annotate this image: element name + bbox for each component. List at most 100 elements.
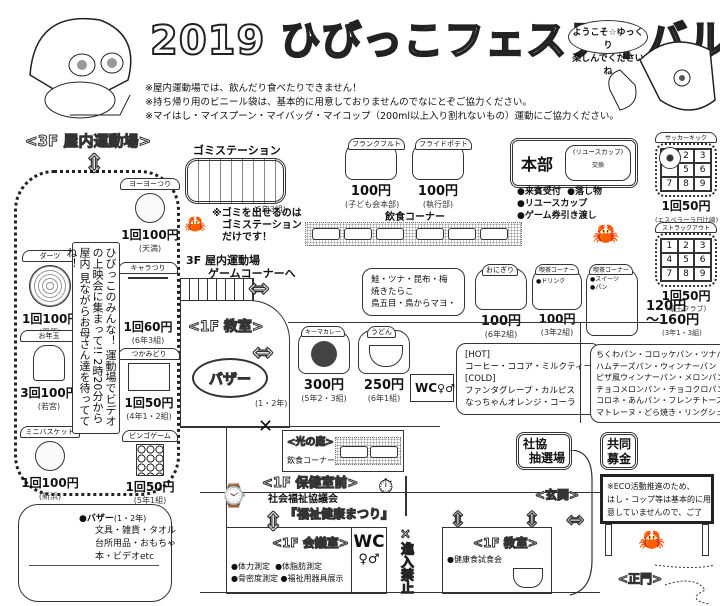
udon-price: 250円 bbox=[363, 378, 405, 393]
no-pass-icon: ✕ bbox=[258, 416, 274, 437]
garbage-station[interactable]: ゴミステーション (5年3組) bbox=[185, 142, 286, 215]
bazaar-sign[interactable]: バザー bbox=[192, 358, 268, 398]
game-bingo-group: (5年1組) bbox=[133, 496, 167, 505]
hq-item: ●落し物 bbox=[567, 187, 602, 197]
classroom-1f-b[interactable]: <1F 教室> ●健康食試食会 bbox=[442, 527, 552, 594]
video-screening-scroll: ひびっこのみんな！ 運動場でビデオの上映会に集まって!! 2時20分から屋内 見… bbox=[65, 242, 120, 434]
curry-group: (5年2・3組) bbox=[301, 394, 347, 403]
lottery-booth[interactable]: 社協 抽選場 bbox=[516, 432, 572, 470]
onigiri-flavor: 焼きたらこ bbox=[371, 287, 414, 297]
strike-out-name: ストラックアウト bbox=[655, 222, 717, 233]
strike-out-price: 1回50円 bbox=[661, 289, 711, 303]
basketball-icon bbox=[35, 441, 65, 471]
sweets-sub-item: ●パン bbox=[590, 284, 608, 291]
stall-udon[interactable]: うどん 250円 (6年1組) bbox=[358, 326, 410, 404]
classroom-1f-grade: (1・2年) bbox=[255, 399, 288, 408]
drink-menu-line: [HOT] bbox=[465, 350, 490, 360]
sweets-sub: ●スイーツ ●パン bbox=[590, 276, 619, 292]
crab-icon: 🦀 bbox=[638, 528, 666, 553]
eating-corner-tables bbox=[305, 222, 522, 246]
game-yoyo[interactable]: ヨーヨーつり 1回100円 (天満) bbox=[120, 178, 180, 254]
game-tsukamidori[interactable]: つかみどり 1回50円 (4年1・2組) bbox=[118, 348, 180, 422]
fries-group: (執行部) bbox=[422, 200, 454, 209]
wall-line bbox=[200, 492, 600, 493]
scroll-line-3: 2時20分から屋内 bbox=[78, 247, 104, 424]
udon-name: うどん bbox=[367, 326, 396, 338]
drink-name: 喫茶コーナー bbox=[535, 264, 580, 275]
bread-menu-bubble: ちくわパン・コロッケパン・ツナパン ハムチーズパン・ウィンナーパン ピザ風ウィン… bbox=[590, 344, 720, 423]
stall-drink[interactable]: 喫茶コーナー ●ドリンク 100円 (3年2組) bbox=[532, 264, 582, 338]
stall-fries[interactable]: フライドポテト 100円 (執行部) bbox=[412, 138, 472, 210]
strike-out-group: (竜王クラブ) bbox=[665, 305, 707, 313]
garbage-station-group: (5年3組) bbox=[253, 205, 286, 214]
hikari-eating-label: 飲食コーナー bbox=[287, 456, 335, 465]
game-darts[interactable]: ダーツ 1回100円 (平原) bbox=[22, 250, 79, 338]
game-chara-fishing[interactable]: キャラつり 1回60円 (6年3組) bbox=[118, 262, 178, 346]
onigiri-name: おにぎり bbox=[482, 264, 518, 276]
sweets-name: 喫茶コーナー bbox=[589, 264, 634, 275]
table bbox=[376, 228, 404, 240]
stairs bbox=[180, 278, 254, 301]
to-3f-line-2: ゲームコーナーへ bbox=[208, 267, 296, 280]
path-curve bbox=[570, 450, 593, 596]
curry-plate bbox=[311, 341, 337, 367]
fishing-toys-icon bbox=[128, 277, 168, 315]
bazaar-item: 文具・雑貨・タオル bbox=[95, 526, 177, 536]
wc-label: WC bbox=[353, 532, 385, 552]
conference-item: ●福祉用器具展示 bbox=[280, 574, 344, 583]
onigiri-flavors-bubble: 鮭・ツナ・昆布・梅 焼きたらこ 鳥五目・鳥からマヨ・ bbox=[362, 268, 466, 316]
bazaar-label: ●バザー bbox=[79, 514, 114, 524]
health-room-event: 『福祉健康まつり』 bbox=[284, 507, 394, 522]
bazaar-title: ●バザー(1・2年) bbox=[79, 511, 146, 524]
onigiri-icon: おにぎり bbox=[475, 264, 527, 310]
restroom-lower[interactable]: WC ♀♂ bbox=[351, 527, 387, 594]
crab-icon: 🦀 bbox=[184, 214, 207, 235]
grid-cell: 5 bbox=[677, 253, 695, 267]
table bbox=[344, 228, 372, 240]
game-basketball[interactable]: ミニバスケット 1回100円 (新浜) bbox=[20, 426, 80, 502]
stall-onigiri[interactable]: おにぎり 100円 (6年2組) bbox=[475, 264, 527, 340]
onigiri-flavor: 鮭・ツナ・昆布・梅 bbox=[371, 275, 448, 285]
drink-price: 100円 bbox=[538, 312, 576, 326]
drink-menu-line: なっちゃんオレンジ・コーラ bbox=[465, 398, 576, 408]
grid-cell: 6 bbox=[694, 253, 711, 267]
game-chara-price: 1回60円 bbox=[123, 320, 173, 334]
soccer-ball-icon bbox=[659, 147, 681, 169]
grid-cell: 1 bbox=[661, 239, 678, 253]
bread-menu-line: チョコメロンパン・チョコクロパン bbox=[596, 384, 720, 394]
onigiri-group: (6年2組) bbox=[484, 330, 518, 339]
scroll-line-2: 運動場でビデオの上映会に集まって!! bbox=[91, 247, 117, 427]
scale-icon bbox=[405, 476, 417, 516]
grid-cell: 7 bbox=[661, 267, 678, 281]
bread-menu-line: マトレーヌ・どら焼き・リングシュー bbox=[596, 407, 720, 417]
health-room-org: 社会福祉協議会 bbox=[268, 494, 338, 505]
headquarters-box[interactable]: 本部 (リユースカップ) 交換 bbox=[510, 138, 638, 188]
bowl-icon bbox=[513, 568, 543, 588]
notice-3: ※マイはし・マイスプーン・マイバッグ・マイコップ（200ml以上入り割れないもの… bbox=[145, 111, 619, 122]
entrance-label[interactable]: <玄関> bbox=[534, 488, 580, 503]
game-bingo[interactable]: ビンゴゲーム 1回50円 (5年1組) bbox=[122, 430, 178, 506]
frankfurt-group: (子ども会本部) bbox=[345, 200, 400, 209]
blood-pressure-icon: ⌚ bbox=[220, 484, 248, 509]
reuse-cup-label: (リユースカップ) bbox=[572, 148, 624, 156]
up-down-arrow-icon: ⇔ bbox=[445, 509, 471, 529]
garbage-note-line: だけです！ bbox=[222, 232, 272, 243]
area-3f-label: <3F 屋内運動場> bbox=[24, 132, 152, 151]
stall-curry[interactable]: キーマカレー 300円 (5年2・3組) bbox=[298, 326, 350, 404]
garbage-note-line: ※ゴミを出せるのは bbox=[212, 208, 302, 219]
stall-sweets[interactable]: 喫茶コーナー ●スイーツ ●パン bbox=[586, 264, 638, 336]
restroom-upper[interactable]: WC♀♂ bbox=[410, 374, 455, 402]
to-3f-game-corner[interactable]: 3F 屋内運動場 ゲームコーナーへ bbox=[186, 254, 296, 280]
fundraising-booth[interactable]: 共同 募金 bbox=[600, 432, 638, 470]
main-gate-label[interactable]: <正門> bbox=[617, 572, 663, 587]
classroom-1f-label: <1F 教室> bbox=[188, 319, 265, 336]
sweets-sub-item: ●スイーツ bbox=[590, 276, 620, 283]
spiral-toy-icon bbox=[33, 345, 65, 381]
scroll-line-4: 見ながらお母さん達を待っててね！ bbox=[65, 247, 91, 427]
conference-room[interactable]: <1F 会議室> ●体力測定 ●体脂肪測定 ●骨密度測定 ●福祉用器具展示 bbox=[226, 527, 352, 594]
stall-frankfurt[interactable]: フランクフルト 100円 (子ども会本部) bbox=[345, 138, 405, 210]
